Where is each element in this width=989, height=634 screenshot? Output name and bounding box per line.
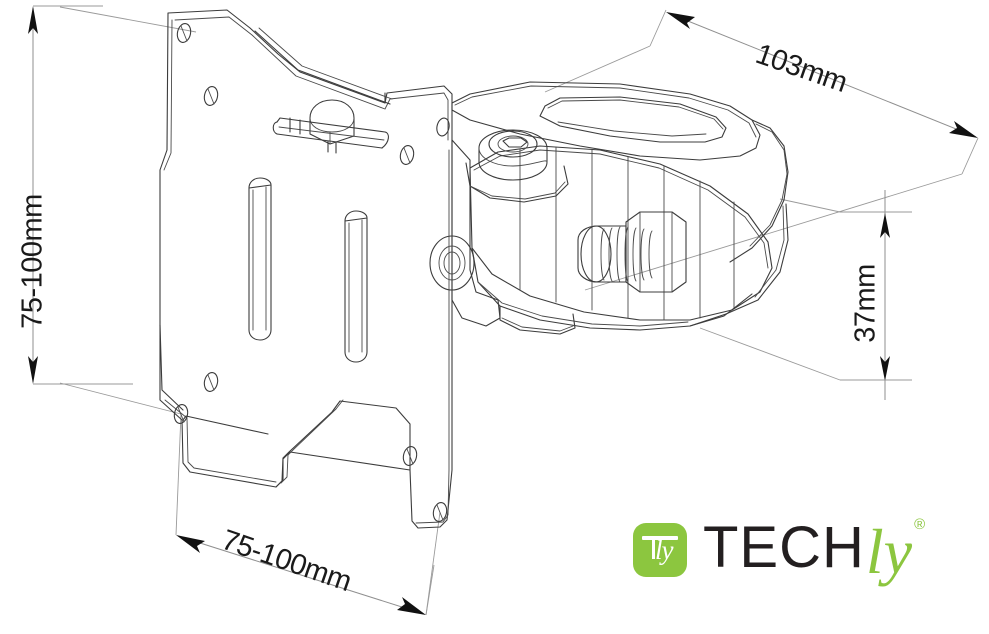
dimension-label-thickness: 37mm [849, 264, 882, 343]
techly-logo: ly TECH ly ® [633, 512, 926, 588]
dimension-thickness-37mm [699, 190, 912, 400]
dimension-height-75-100mm [28, 5, 197, 415]
vesa-mounting-plate [159, 9, 453, 529]
logo-mark-bar [642, 536, 678, 540]
logo-mark-icon: ly [633, 523, 687, 577]
dimension-width-75-100mm [175, 413, 441, 616]
hex-bolt-top [309, 99, 355, 145]
logo-mark-stem [652, 540, 655, 559]
vesa-slots [248, 177, 368, 363]
registered-trademark-icon: ® [914, 515, 926, 533]
logo-word-tech: TECH [703, 515, 865, 580]
tilt-swivel-joint [429, 81, 789, 335]
logo-word-ly: ly [865, 516, 913, 587]
bracket-cross-rails [272, 117, 389, 154]
dimension-label-height: 75-100mm [16, 194, 49, 329]
threaded-adjustment-knob [577, 211, 687, 293]
dimension-depth-103mm [544, 9, 979, 291]
mounting-holes [173, 23, 450, 522]
logo-mark-letters: ly [655, 535, 673, 565]
